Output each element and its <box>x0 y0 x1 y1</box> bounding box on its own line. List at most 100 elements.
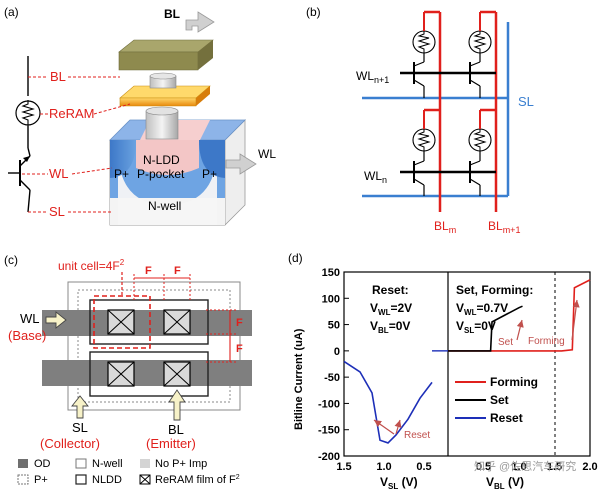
panel-b-tag: (b) <box>306 5 321 19</box>
y-tick-label: 150 <box>322 267 340 279</box>
bl-out-arrow-icon <box>185 11 215 33</box>
blm-label: BLm <box>434 219 456 235</box>
panel-c: (c) unit cell=4F2 <box>4 253 252 486</box>
cell-bottom-left <box>404 110 436 196</box>
bl-top-label: BL <box>164 7 180 21</box>
f-dim-2: F <box>174 265 181 277</box>
emitter-label: (Emitter) <box>146 436 196 451</box>
panel-a-tag: (a) <box>4 5 19 19</box>
f-dim-1: F <box>145 265 152 277</box>
reram-cell-3 <box>107 361 135 387</box>
legend-reram: ReRAM film of F2 <box>155 474 240 486</box>
panel-d-tag: (d) <box>288 251 303 265</box>
reset-box-title: Reset: <box>372 283 409 297</box>
legend-noimp: No P+ Imp <box>155 458 207 470</box>
y-axis-label: Bitline Current (uA) <box>293 328 305 430</box>
series-reset-line <box>343 360 433 444</box>
bl-label: BL <box>50 69 66 84</box>
x-tick-label: 2.0 <box>582 461 597 473</box>
set-arrow-label: Set <box>498 337 513 348</box>
series-set-line <box>448 305 523 352</box>
legend-nldd: NLDD <box>92 474 122 486</box>
sl-label-c: SL <box>72 420 88 435</box>
cell-top-right <box>460 12 492 98</box>
f-dim-3: F <box>236 317 243 329</box>
legend-pplus: P+ <box>34 474 48 486</box>
set-box-line2: VSL=0V <box>456 319 496 335</box>
wl-n1-label: WLn+1 <box>356 69 389 85</box>
legend-forming-label: Forming <box>490 375 538 389</box>
x-axis-right-label: VBL (V) <box>486 475 524 491</box>
blm1-label: BLm+1 <box>488 219 520 235</box>
f-dim-4: F <box>236 343 243 355</box>
reset-box-line1: VWL=2V <box>370 301 412 317</box>
legend-set-label: Set <box>490 393 509 407</box>
chart-frame <box>343 271 591 457</box>
od-bar-bottom <box>42 360 252 386</box>
pplus-right-label: P+ <box>202 167 217 181</box>
reram-cell-4 <box>163 361 191 387</box>
layout-legend: OD N-well No P+ Imp P+ NLDD ReRAM film o… <box>17 458 240 486</box>
panel-b: (b) SL <box>306 5 534 235</box>
wl-arrow-icon <box>45 311 67 329</box>
x-tick-label: 1.0 <box>511 461 526 473</box>
bl-label-c: BL <box>168 422 184 437</box>
legend-nwell: N-well <box>92 458 123 470</box>
pplus-left-label: P+ <box>114 167 129 181</box>
set-box-title: Set, Forming: <box>456 283 533 297</box>
nwell-label: N-well <box>148 199 181 213</box>
sl-label: SL <box>49 204 65 219</box>
reram-cell-2 <box>163 309 191 335</box>
legend-reset-label: Reset <box>490 411 523 425</box>
pocket-region <box>136 140 199 175</box>
watermark: 知乎 @佐思汽车研究 <box>474 459 576 473</box>
nwell-outline <box>67 281 241 411</box>
x-tick-label: 1.5 <box>336 461 351 473</box>
x-tick-label: 1.5 <box>547 461 562 473</box>
x-ticks: 1.5 1.0 0.5 0.5 1.0 1.5 2.0 <box>336 461 597 473</box>
y-tick-label: -100 <box>318 398 340 410</box>
chart-legend: Forming Set Reset <box>455 375 538 425</box>
y-ticks: 150 100 50 0 -50 -100 -150 -200 <box>318 267 349 463</box>
collector-label: (Collector) <box>40 436 100 451</box>
forming-arrow-label: Forming <box>528 336 565 347</box>
wl-label: WL <box>49 166 69 181</box>
series-forming-line <box>448 279 591 352</box>
unit-cell-label: unit cell=4F2 <box>58 258 125 273</box>
unit-cell-box <box>93 295 151 349</box>
sl-arrow-icon <box>71 395 89 419</box>
legend-od: OD <box>34 458 51 470</box>
wl-out-arrow-icon <box>225 153 257 175</box>
chart-curves <box>343 279 591 444</box>
y-tick-label: 0 <box>334 346 340 358</box>
x-tick-label: 0.5 <box>476 461 491 473</box>
y-tick-label: 50 <box>328 320 340 332</box>
reram-plate <box>119 97 197 107</box>
y-tick-label: -50 <box>324 372 340 384</box>
x-tick-label: 1.0 <box>376 461 391 473</box>
nldd-label: N-LDD <box>143 153 180 167</box>
x-axis-left-label: VSL (V) <box>380 475 418 491</box>
sl-label-b: SL <box>518 94 534 109</box>
y-tick-label: 100 <box>322 293 340 305</box>
reset-arrow-label: Reset <box>404 430 430 441</box>
wl-right-label: WL <box>258 147 276 161</box>
reram-label: ReRAM <box>49 106 95 121</box>
cell-bottom-right <box>460 110 492 196</box>
panel-d: (d) 150 100 50 0 -50 -100 -150 -200 1.5 1.0 0.5 0.… <box>288 251 598 491</box>
reram-cell-1 <box>107 309 135 335</box>
y-tick-label: -150 <box>318 425 340 437</box>
reset-box-line2: VBL=0V <box>370 319 410 335</box>
base-label: (Base) <box>8 328 46 343</box>
set-box-line1: VWL=0.7V <box>456 301 508 317</box>
y-tick-label: -200 <box>318 451 340 463</box>
panel-c-tag: (c) <box>4 253 18 267</box>
wl-n-label: WLn <box>364 169 387 185</box>
cell-top-left <box>404 12 436 98</box>
x-tick-label: 0.5 <box>416 461 431 473</box>
bl-arrow-icon <box>168 389 186 421</box>
od-bar-top <box>42 310 252 336</box>
panel-a: (a) BL N-LDD P-pock <box>4 5 276 226</box>
bl-plate <box>118 51 199 71</box>
